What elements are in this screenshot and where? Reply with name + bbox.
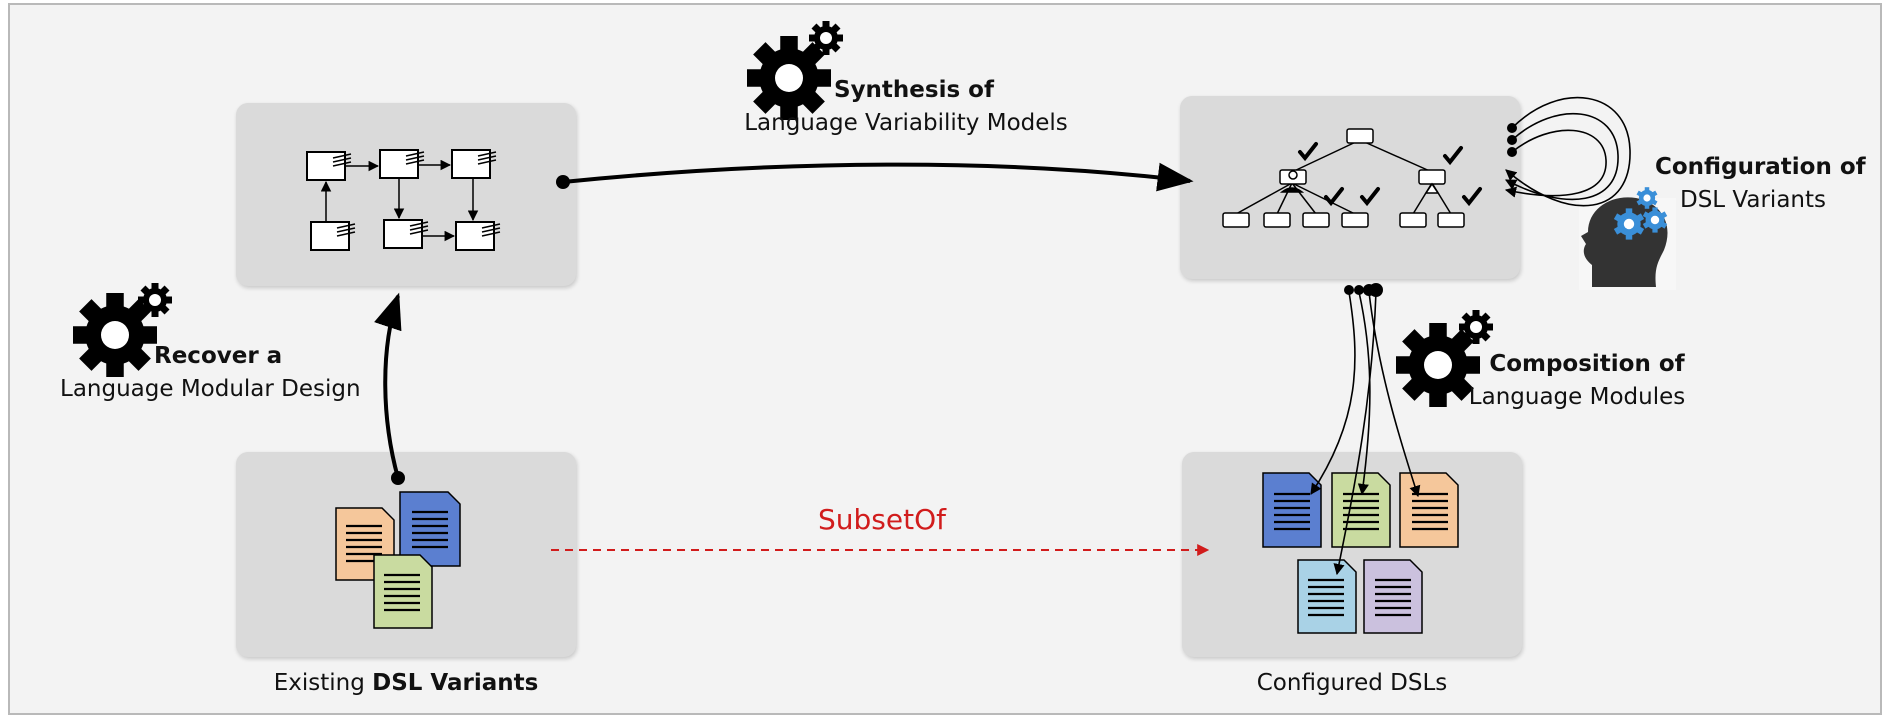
synthesis-arrow bbox=[556, 162, 1194, 192]
document-icon-purple-configured bbox=[1363, 559, 1423, 634]
composition-title: Composition of bbox=[1489, 351, 1685, 377]
composition-subtitle: Language Modules bbox=[1468, 384, 1686, 410]
feature-model-tree bbox=[1222, 128, 1465, 228]
composition-label: Composition of Language Modules bbox=[1468, 348, 1698, 414]
document-icon-lightblue-configured bbox=[1297, 559, 1357, 634]
configured-dsl-caption: Configured DSLs bbox=[1182, 667, 1522, 700]
configuration-subtitle: DSL Variants bbox=[1680, 187, 1826, 213]
configuration-title: Configuration of bbox=[1655, 154, 1866, 180]
configured-dsl-text: Configured DSLs bbox=[1256, 670, 1448, 696]
document-icon-blue-configured bbox=[1262, 472, 1322, 548]
synthesis-label: Synthesis of Language Variability Models bbox=[738, 74, 1074, 140]
recover-title: Recover a bbox=[154, 343, 283, 369]
synthesis-subtitle: Language Variability Models bbox=[744, 110, 1068, 136]
document-icon-blue bbox=[399, 491, 461, 567]
subset-of-label: SubsetOf bbox=[818, 503, 946, 536]
recover-subtitle: Language Modular Design bbox=[60, 376, 361, 402]
recover-arrow bbox=[374, 292, 405, 485]
existing-dsl-prefix: Existing bbox=[273, 670, 373, 696]
variability-model-panel bbox=[1180, 96, 1520, 279]
head-gears-icon bbox=[1579, 187, 1676, 290]
recover-label: Recover a Language Modular Design bbox=[60, 340, 361, 406]
composition-arrows bbox=[1310, 283, 1421, 576]
existing-dsl-bold: DSL Variants bbox=[372, 670, 539, 696]
document-icon-green-configured bbox=[1331, 472, 1391, 548]
synthesis-title: Synthesis of bbox=[834, 77, 994, 103]
configuration-label: Configuration of DSL Variants bbox=[1655, 151, 1866, 217]
configuration-loop-arrows bbox=[1504, 96, 1631, 207]
modular-design-graph bbox=[306, 149, 501, 251]
document-icon-green bbox=[373, 554, 433, 629]
document-icon-orange-configured bbox=[1399, 472, 1459, 548]
modular-design-panel bbox=[236, 103, 576, 286]
existing-dsl-caption: Existing DSL Variants bbox=[236, 667, 576, 700]
